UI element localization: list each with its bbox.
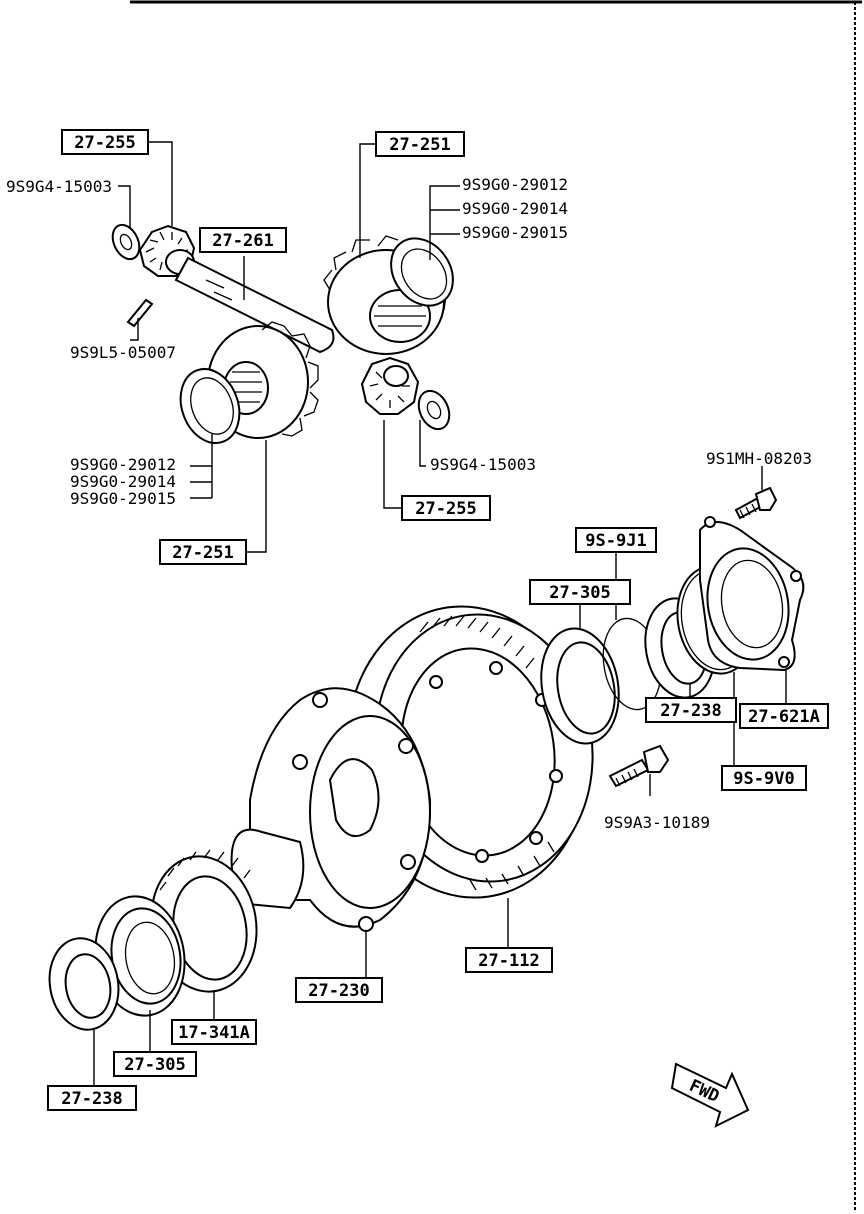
- svg-text:27-238: 27-238: [61, 1089, 122, 1109]
- svg-text:27-305: 27-305: [124, 1055, 185, 1075]
- svg-text:9S-9V0: 9S-9V0: [733, 769, 794, 789]
- callout-17-341a: 17-341A: [171, 1019, 257, 1045]
- shim-ring-right: [390, 237, 454, 307]
- svg-text:27-251: 27-251: [389, 135, 450, 155]
- svg-text:27-238: 27-238: [660, 701, 721, 721]
- pinion-shaft: [174, 256, 335, 354]
- bearing-right: [540, 627, 620, 745]
- svg-text:27-621A: 27-621A: [748, 707, 820, 727]
- svg-text:27-255: 27-255: [415, 499, 476, 519]
- callout-27-251-top: 27-251: [375, 131, 465, 157]
- callout-27-251-left: 27-251: [159, 539, 247, 565]
- part-shim-left-1: 9S9G0-29012: [70, 455, 176, 474]
- part-washer-bottom: 9S9G4-15003: [430, 455, 536, 474]
- svg-text:9S-9J1: 9S-9J1: [585, 531, 646, 551]
- part-bolt-ring-gear: 9S9A3-10189: [604, 813, 710, 832]
- part-shim-top-2: 9S9G0-29014: [462, 199, 568, 218]
- shim-ring-left: [179, 368, 241, 444]
- thrust-washer-left: [111, 223, 141, 261]
- part-shim-left-3: 9S9G0-29015: [70, 489, 176, 508]
- fwd-direction-arrow: FWD: [670, 1062, 750, 1128]
- callout-9s-9j1: 9S-9J1: [575, 527, 657, 553]
- callout-27-255-bottom: 27-255: [401, 495, 491, 521]
- differential-case: [230, 687, 432, 932]
- callout-27-621a: 27-621A: [739, 703, 829, 729]
- callout-27-238-left: 27-238: [47, 1085, 137, 1111]
- callout-9s-9v0: 9S-9V0: [721, 765, 807, 791]
- callout-27-238-right: 27-238: [645, 697, 737, 723]
- thrust-washer-bottom: [417, 389, 451, 431]
- svg-text:27-112: 27-112: [478, 951, 539, 971]
- oil-seal-left: [48, 937, 120, 1031]
- svg-text:27-261: 27-261: [212, 231, 273, 251]
- svg-text:27-255: 27-255: [74, 133, 135, 153]
- callout-27-112: 27-112: [465, 947, 553, 973]
- svg-text:17-341A: 17-341A: [178, 1023, 250, 1043]
- spring-pin: [126, 298, 154, 328]
- callout-27-230: 27-230: [295, 977, 383, 1003]
- callout-27-261: 27-261: [199, 227, 287, 253]
- svg-text:27-230: 27-230: [308, 981, 369, 1001]
- callout-27-255-top: 27-255: [61, 129, 149, 155]
- part-bolt-top-right: 9S1MH-08203: [706, 449, 812, 468]
- bolt-9s9a3-10189: [608, 744, 670, 788]
- svg-text:27-251: 27-251: [172, 543, 233, 563]
- bearing-housing: [699, 516, 805, 672]
- part-shim-top-3: 9S9G0-29015: [462, 223, 568, 242]
- part-shim-top-1: 9S9G0-29012: [462, 175, 568, 194]
- leader-lines: [93, 141, 787, 1086]
- part-shim-left-2: 9S9G0-29014: [70, 472, 176, 491]
- part-pin: 9S9L5-05007: [70, 343, 176, 362]
- pinion-gear-bottom: [360, 356, 420, 415]
- svg-text:27-305: 27-305: [549, 583, 610, 603]
- callout-27-305-left: 27-305: [113, 1051, 197, 1077]
- callout-27-305-right: 27-305: [529, 579, 631, 605]
- part-washer-top-left: 9S9G4-15003: [6, 177, 112, 196]
- bolt-9s1mh-08203: [734, 486, 778, 520]
